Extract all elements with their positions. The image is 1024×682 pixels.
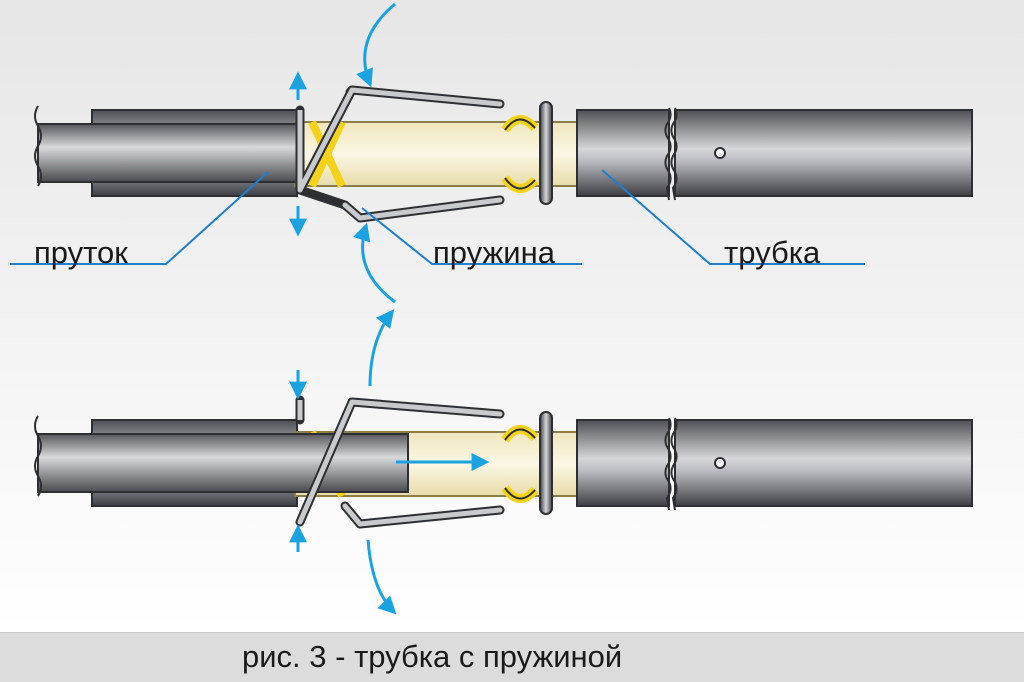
leader-spring [361, 207, 582, 265]
curved-arrow-icon [366, 539, 397, 615]
caption-bar [0, 632, 1024, 682]
curved-arrow-icon [353, 222, 396, 304]
tube-right [576, 419, 670, 507]
leader-tube [601, 169, 865, 265]
upper-assembly [34, 85, 973, 223]
break-line [664, 107, 672, 201]
figure-caption: рис. 3 - трубка с пружиной [242, 639, 623, 674]
label-spring: пружина [433, 235, 555, 270]
background [0, 0, 1024, 632]
tube-hole [714, 457, 726, 469]
tube-hole [714, 147, 726, 159]
clamp-ring [539, 411, 553, 515]
curved-arrow-icon [356, 2, 396, 88]
sleeve [294, 121, 578, 187]
lower-assembly [34, 395, 973, 529]
curved-arrow-icon [368, 309, 395, 387]
rod [37, 433, 409, 493]
rod-break [34, 105, 42, 187]
leader-rod [10, 171, 269, 265]
label-tube: трубка [724, 235, 821, 270]
clamp-ring [539, 101, 553, 205]
label-rod: пруток [34, 235, 128, 270]
rod [37, 123, 301, 183]
yellow-cross [308, 120, 346, 188]
tube-right [576, 109, 670, 197]
